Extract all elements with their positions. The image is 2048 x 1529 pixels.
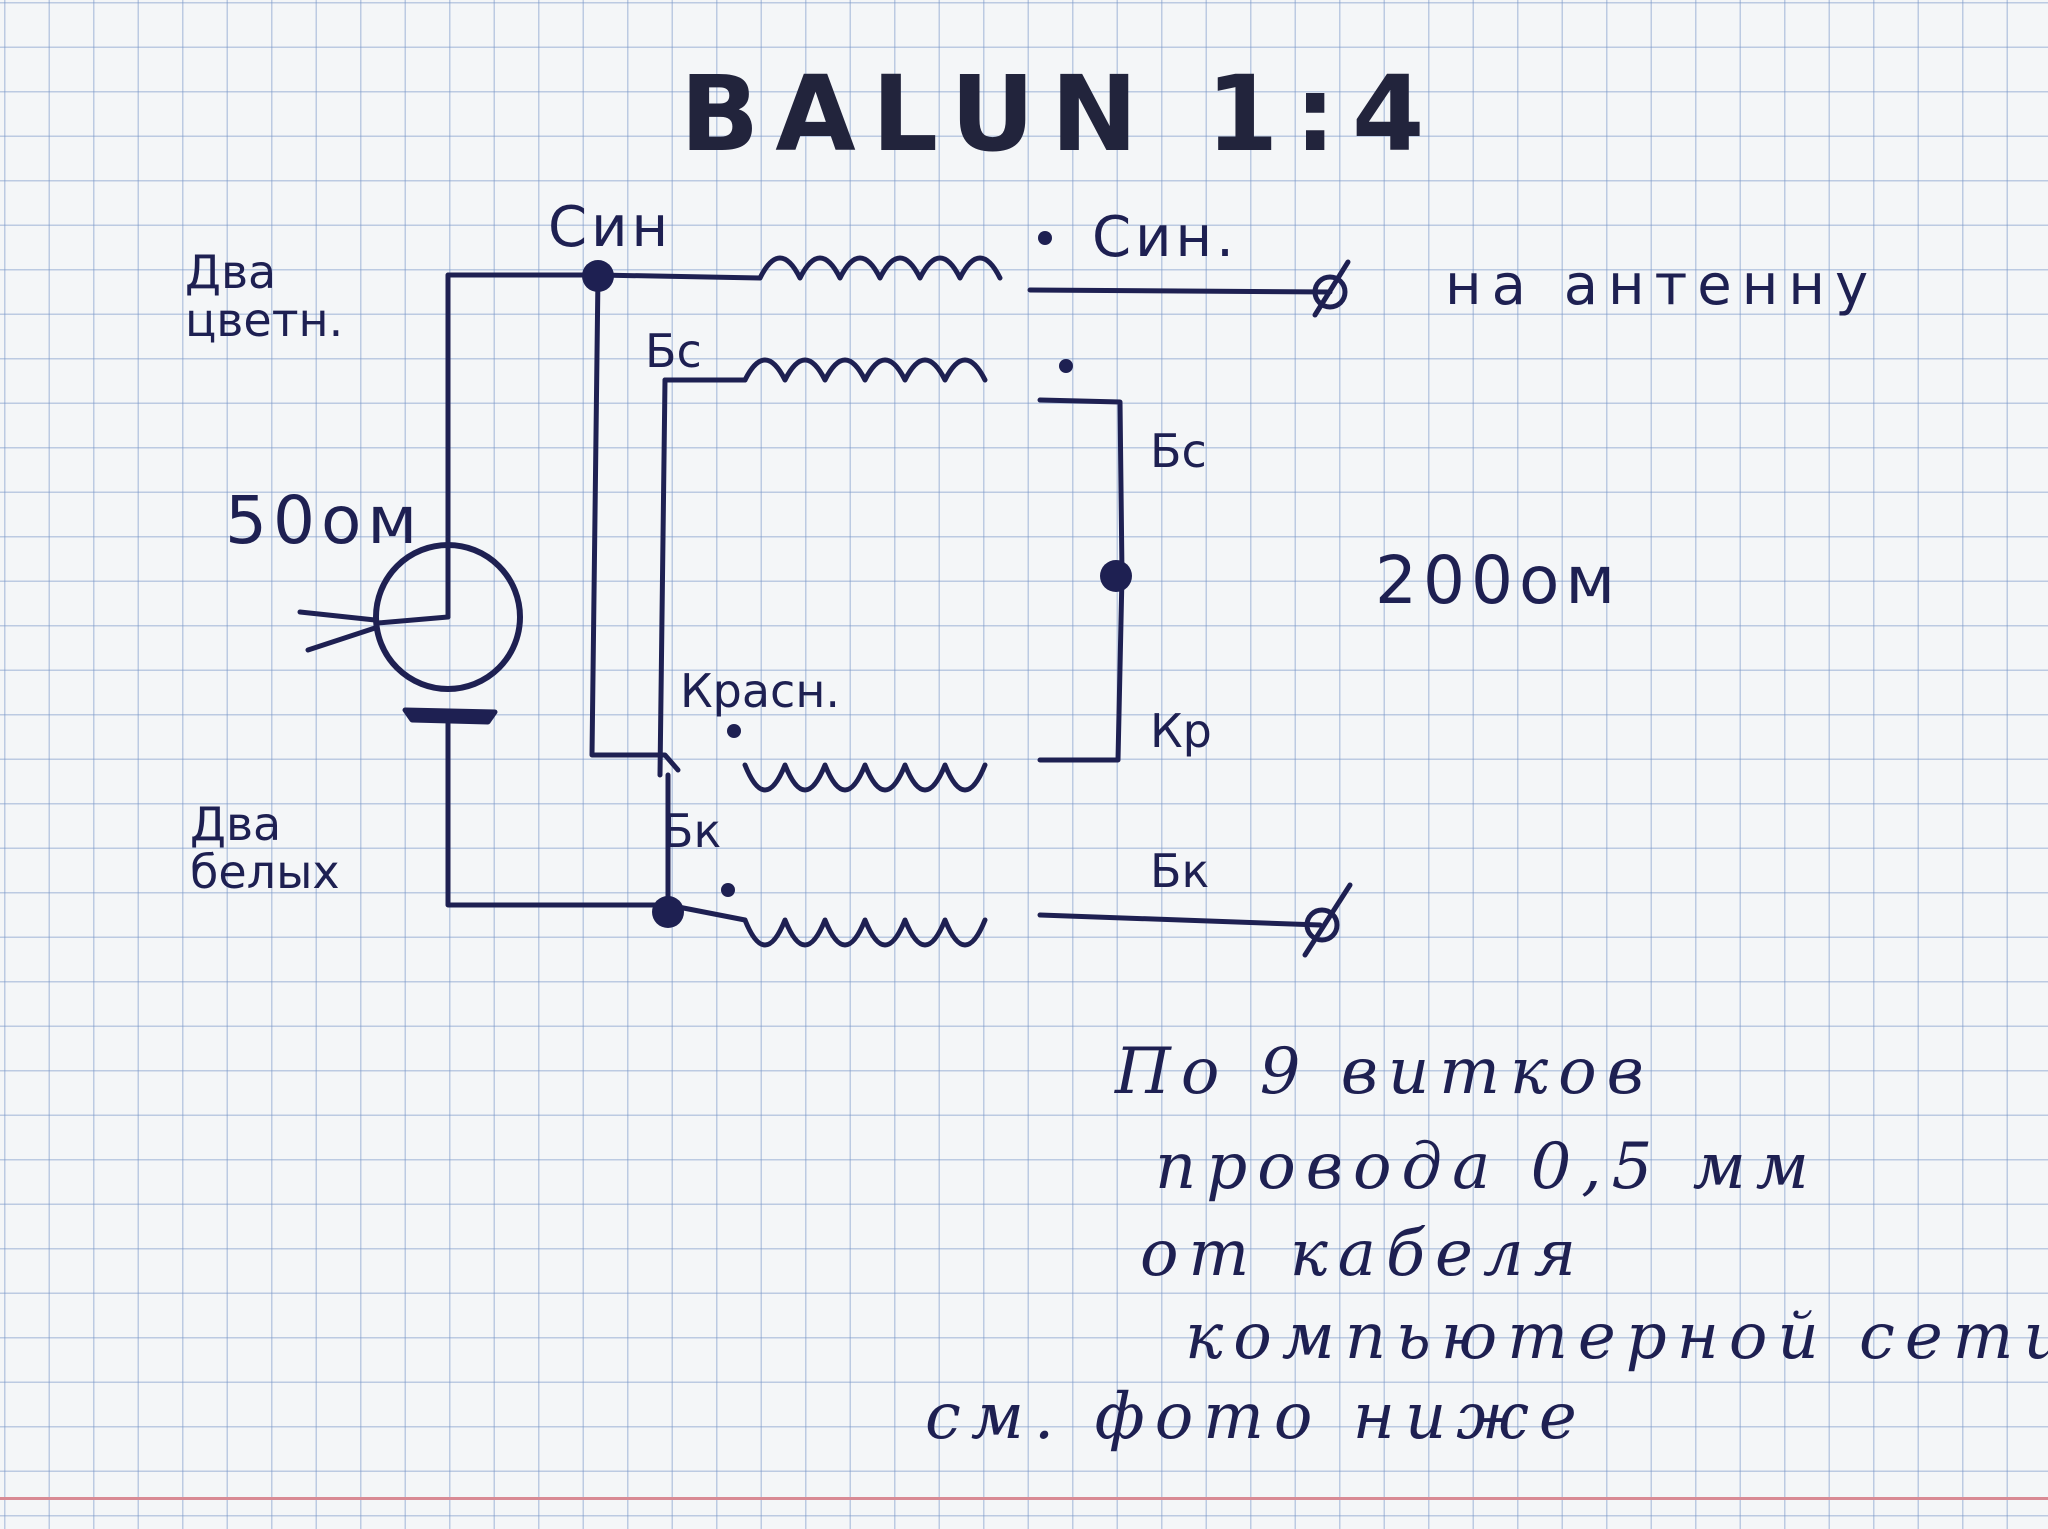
antenna-terminal-top-icon <box>1312 274 1348 310</box>
note-line-3: от кабеля <box>1140 1217 1586 1291</box>
note-line-2: провода 0,5 мм <box>1155 1130 1819 1204</box>
label-output-impedance: 200ом <box>1375 542 1622 619</box>
wire-bs-left-vertical <box>657 377 668 778</box>
phase-dot-red <box>727 724 741 738</box>
margin-line <box>0 1497 2048 1500</box>
junction-dot-bottom <box>652 896 684 928</box>
junction-dot-right <box>1100 560 1132 592</box>
label-input-top-wires: Два цветн. <box>185 245 344 348</box>
label-to-antenna: на антенну <box>1445 253 1879 318</box>
winding-red <box>742 762 988 793</box>
label-wire-white-brown-right: Бк <box>1150 844 1210 898</box>
junction-dot-top <box>582 260 614 292</box>
label-wire-white-blue-top: Бс <box>645 324 702 378</box>
phase-dot-blue <box>1038 231 1052 245</box>
label-wire-blue: Син <box>548 195 673 260</box>
antenna-terminal-top-slash <box>1312 259 1351 318</box>
wire-blue-in <box>595 272 763 281</box>
note-line-4: компьютерной сети <box>1185 1300 2048 1374</box>
label-wire-white-brown-left: Бк <box>662 804 722 858</box>
label-wire-red: Красн. <box>680 664 841 718</box>
label-wire-white-blue-right: Бс <box>1150 424 1207 478</box>
note-line-1: По 9 витков <box>1115 1035 1654 1109</box>
phase-dot-white-blue <box>1059 359 1073 373</box>
coax-cable-icon <box>297 609 378 653</box>
wire-bk-antenna <box>1037 912 1323 928</box>
winding-blue <box>757 255 1003 281</box>
wire-blue-down <box>589 272 681 773</box>
winding-white-brown <box>742 917 988 948</box>
wire-blue-antenna <box>1027 287 1333 295</box>
label-wire-red-right: Кр <box>1150 704 1212 758</box>
phase-dot-white-brown <box>721 883 735 897</box>
label-wire-blue-antenna: Син. <box>1092 205 1238 270</box>
coax-shield-icon <box>402 707 498 725</box>
wire-input-bottom <box>445 719 671 908</box>
label-input-impedance: 50ом <box>225 482 424 559</box>
coax-center-lead <box>375 614 451 626</box>
wire-input-top <box>445 272 601 548</box>
label-input-bottom-wires: Два белых <box>190 797 340 900</box>
note-line-5: см. фото ниже <box>925 1380 1587 1454</box>
antenna-terminal-bottom-icon <box>1304 907 1340 943</box>
diagram-title: BALUN 1:4 <box>680 53 1441 175</box>
winding-white-blue <box>742 357 988 383</box>
antenna-terminal-bottom-slash <box>1302 882 1353 958</box>
